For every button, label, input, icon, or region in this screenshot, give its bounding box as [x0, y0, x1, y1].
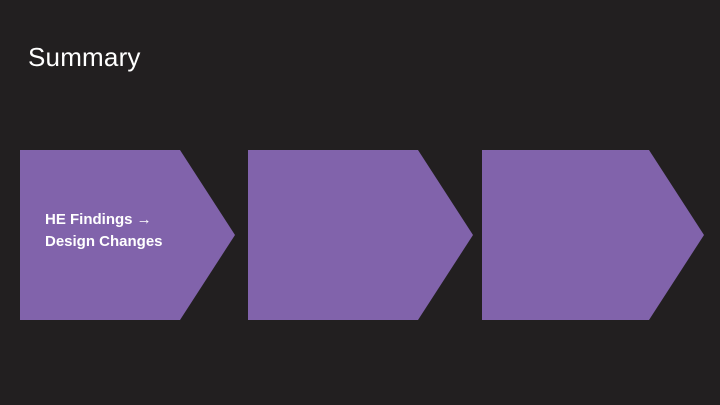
page-title: Summary [28, 42, 141, 72]
chevron-shape-icon [482, 150, 704, 320]
chevron-shape-icon [20, 150, 235, 320]
chevron-step-1[interactable]: HE Findings → Design Changes [20, 150, 235, 320]
chevron-step-2[interactable]: Prototype Tools [248, 150, 575, 320]
chevron-step-3[interactable]: Next Steps [482, 150, 704, 320]
chevron-shape-icon [248, 150, 473, 320]
chevron-step-1-label: HE Findings → Design Changes [45, 211, 163, 250]
